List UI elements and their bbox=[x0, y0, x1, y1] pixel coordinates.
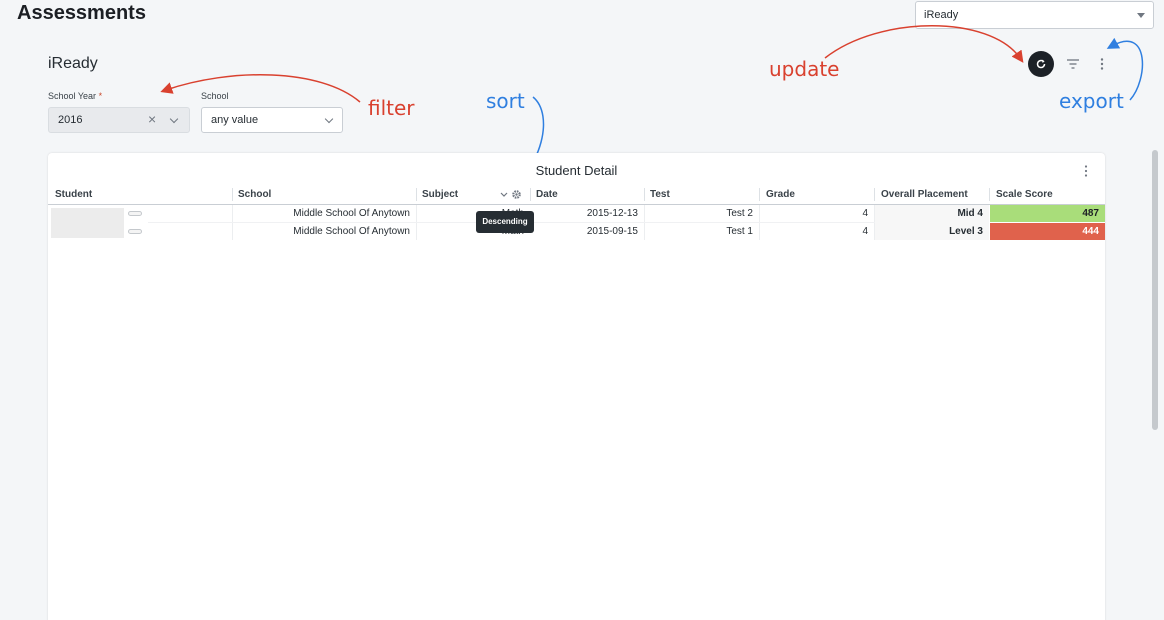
cell-test: Test 2 bbox=[726, 208, 753, 219]
page-title: Assessments bbox=[17, 2, 146, 24]
column-header-overall-placement[interactable]: Overall Placement bbox=[881, 189, 968, 200]
student-detail-tile: Student Detail Student School Subject Da… bbox=[48, 153, 1105, 620]
student-chip-icon[interactable] bbox=[128, 211, 142, 216]
cell-placement: Level 3 bbox=[949, 226, 983, 237]
annotation-filter: filter bbox=[368, 96, 415, 120]
column-header-school[interactable]: School bbox=[238, 189, 272, 200]
annotation-arrows bbox=[160, 25, 1144, 160]
page-scrollbar[interactable] bbox=[1152, 150, 1158, 430]
school-label: School bbox=[201, 91, 229, 101]
student-chip-icon[interactable] bbox=[128, 229, 142, 234]
school-year-filter[interactable]: 2016 × bbox=[48, 107, 190, 133]
school-value: any value bbox=[211, 114, 259, 126]
refresh-icon bbox=[1036, 59, 1046, 69]
annotation-sort: sort bbox=[486, 89, 525, 113]
sort-chevron-icon[interactable] bbox=[500, 191, 508, 199]
column-header-grade[interactable]: Grade bbox=[766, 189, 795, 200]
column-header-date[interactable]: Date bbox=[536, 189, 558, 200]
cell-placement: Mid 4 bbox=[957, 208, 983, 219]
cell-grade: 4 bbox=[862, 208, 868, 219]
cell-test: Test 1 bbox=[726, 226, 753, 237]
sort-tooltip: Descending bbox=[476, 211, 534, 233]
student-name-redacted bbox=[51, 208, 124, 238]
school-year-label-text: School Year bbox=[48, 91, 97, 101]
column-header-test[interactable]: Test bbox=[650, 189, 670, 200]
refresh-button[interactable] bbox=[1028, 51, 1054, 77]
tile-title: Student Detail bbox=[535, 163, 618, 178]
filter-icon[interactable] bbox=[1064, 56, 1082, 72]
more-vert-icon[interactable] bbox=[1094, 55, 1110, 73]
score-cell-good bbox=[990, 205, 1105, 222]
column-header-student[interactable]: Student bbox=[55, 189, 93, 200]
required-mark: * bbox=[98, 91, 103, 101]
score-cell-bad bbox=[990, 223, 1105, 240]
update-arrow bbox=[824, 25, 1024, 63]
model-select[interactable]: iReady bbox=[915, 1, 1154, 29]
model-select-value: iReady bbox=[924, 9, 959, 21]
export-arrow bbox=[1106, 37, 1144, 101]
tile-more-icon[interactable] bbox=[1079, 164, 1093, 178]
filter-arrow bbox=[160, 74, 361, 103]
school-year-label: School Year * bbox=[48, 91, 102, 101]
caret-down-icon bbox=[1137, 13, 1145, 18]
column-header-scale-score[interactable]: Scale Score bbox=[996, 189, 1053, 200]
annotation-update: update bbox=[769, 57, 840, 81]
cell-school: Middle School Of Anytown bbox=[293, 226, 410, 237]
cell-date: 2015-09-15 bbox=[586, 226, 638, 237]
annotation-export: export bbox=[1059, 89, 1124, 113]
school-year-value: 2016 bbox=[58, 114, 83, 126]
sort-arrow bbox=[532, 96, 545, 160]
cell-grade: 4 bbox=[862, 226, 868, 237]
cell-school: Middle School Of Anytown bbox=[293, 208, 410, 219]
gear-icon[interactable] bbox=[511, 189, 522, 200]
cell-score: 487 bbox=[1082, 208, 1099, 219]
school-filter[interactable]: any value bbox=[201, 107, 343, 133]
dashboard-title: iReady bbox=[48, 55, 98, 72]
cell-date: 2015-12-13 bbox=[586, 208, 638, 219]
clear-icon[interactable]: × bbox=[148, 111, 157, 127]
column-header-subject[interactable]: Subject bbox=[422, 189, 459, 200]
cell-score: 444 bbox=[1082, 226, 1099, 237]
